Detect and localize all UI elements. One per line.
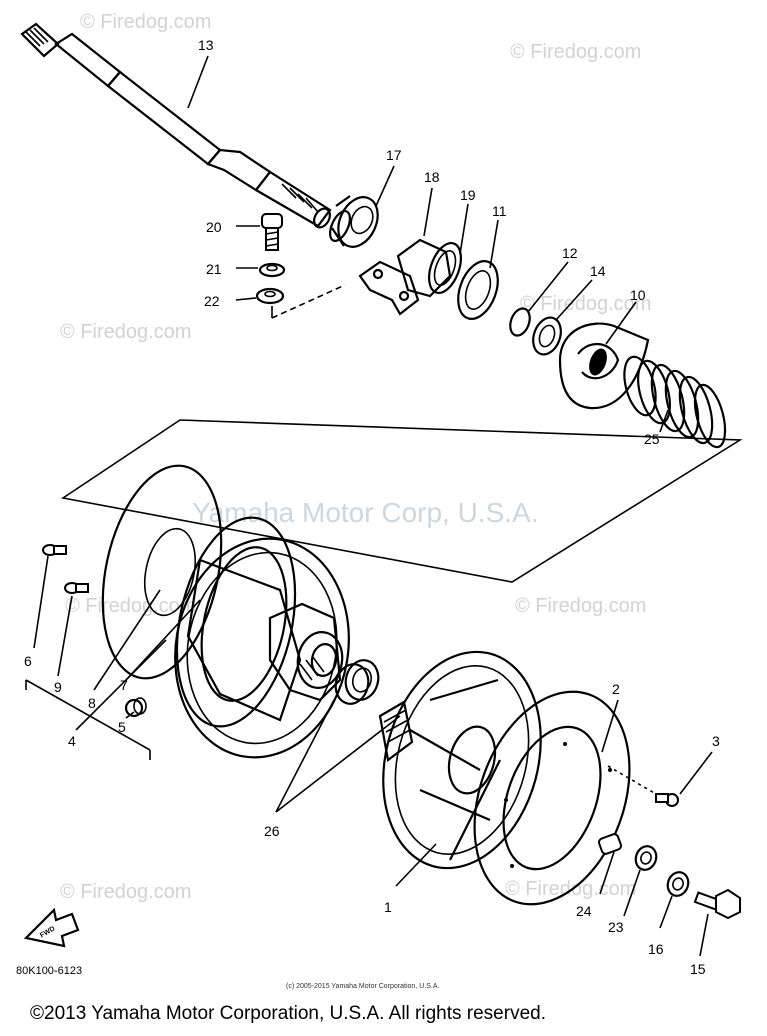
label-17: 17 [386,147,402,163]
watermark: © Firedog.com [65,595,196,617]
washer-14 [532,316,562,356]
label-2: 2 [612,681,620,697]
copyright-text: ©2013 Yamaha Motor Corporation, U.S.A. A… [30,1003,546,1024]
washer-22 [255,287,285,305]
label-3: 3 [712,733,720,749]
label-7: 7 [120,677,128,693]
watermark-brand: Yamaha Motor Corp, U.S.A. [192,497,539,528]
spider-1 [378,650,542,870]
fixed-sheave-4 [174,537,350,759]
fwd-arrow-icon: FWD [23,907,80,948]
label-26: 26 [264,823,280,839]
label-19: 19 [460,187,476,203]
label-24: 24 [576,903,592,919]
label-23: 23 [608,919,624,935]
label-15: 15 [690,961,706,977]
bolt-6 [42,544,67,556]
watermark: © Firedog.com [520,293,651,315]
watermark: © Firedog.com [80,11,211,33]
washer-21 [258,262,286,278]
watermark: © Firedog.com [60,321,191,343]
watermark: © Firedog.com [510,41,641,63]
ring-19 [428,242,462,294]
collar-5 [124,697,147,718]
clip-12 [509,307,531,337]
label-11: 11 [492,203,507,219]
label-25: 25 [644,431,660,447]
label-18: 18 [424,169,440,185]
small-copyright: (c) 2005-2015 Yamaha Motor Corporation, … [286,983,439,990]
label-13: 13 [198,37,214,53]
label-8: 8 [88,695,96,711]
washer-16 [666,871,690,897]
bolt-20 [261,213,283,251]
label-12: 12 [562,245,578,261]
label-1: 1 [384,899,392,915]
watermark: © Firedog.com [515,595,646,617]
diagram-code: 80K100-6123 [16,965,82,977]
cam-10 [558,322,650,410]
bracket-18 [358,238,452,316]
watermark: © Firedog.com [60,881,191,903]
slider-24 [597,833,623,855]
label-9: 9 [54,679,62,695]
label-22: 22 [204,293,220,309]
label-10: 10 [630,287,646,303]
bolt-15 [693,888,741,920]
washer-23 [634,845,658,871]
label-16: 16 [648,941,664,957]
label-6: 6 [24,653,32,669]
bolt-9 [64,582,89,594]
shaft-13 [20,22,332,229]
label-14: 14 [590,263,606,279]
fwd-label: FWD [39,925,56,939]
washer-11 [457,260,499,320]
screw-3 [607,765,679,807]
dashed-box-left [25,679,151,760]
label-4: 4 [68,733,76,749]
spring-25 [623,355,727,449]
bearing-26 [334,659,380,705]
label-21: 21 [206,261,222,277]
label-5: 5 [118,719,126,735]
plate-2 [473,690,631,906]
sheave-plate-8 [101,464,223,680]
label-20: 20 [206,219,222,235]
bearing-17 [328,195,379,248]
